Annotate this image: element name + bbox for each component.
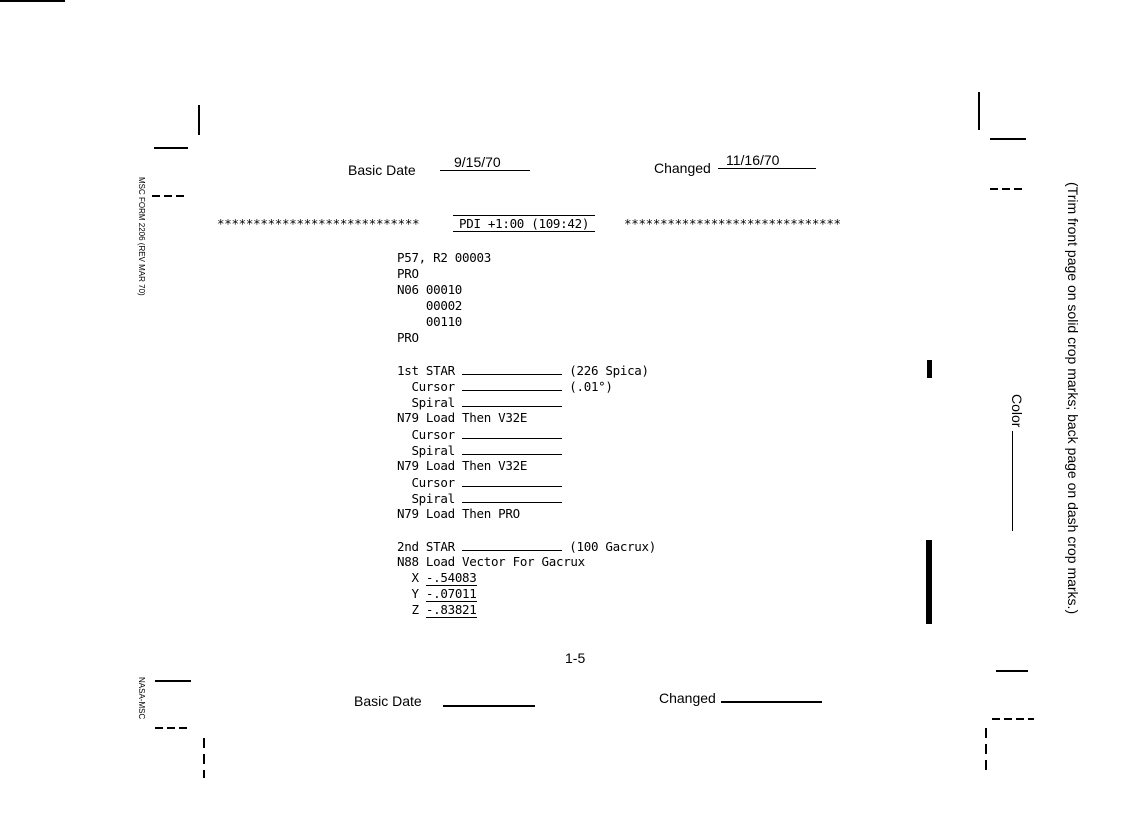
n79-line: N79 Load Then V32E [397, 458, 528, 473]
procedure-line: PRO [397, 330, 419, 345]
footer-changed-label: Changed [659, 690, 716, 706]
footer-basic-date-blank [443, 705, 535, 707]
changed-label: Changed [654, 160, 711, 176]
cursor-line: Cursor (.01°) [397, 379, 613, 394]
crop-mark [992, 718, 1034, 720]
trim-note: (Trim front page on solid crop marks; ba… [1065, 182, 1081, 615]
crop-mark [155, 727, 191, 729]
banner-stars-left: **************************** [217, 216, 420, 231]
footer-basic-date-label: Basic Date [354, 693, 422, 709]
basic-date-value: 9/15/70 [440, 154, 530, 171]
procedure-line: 00110 [397, 314, 463, 329]
crop-mark [203, 738, 205, 778]
page-number: 1-5 [565, 650, 586, 666]
procedure-line: N06 00010 [397, 282, 463, 297]
crop-mark [198, 105, 200, 135]
n88-line: N88 Load Vector For Gacrux [397, 554, 585, 569]
vector-x: X -.54083 [397, 570, 477, 586]
change-bar [926, 540, 932, 624]
procedure-line: PRO [397, 266, 419, 281]
spiral-line: Spiral [397, 490, 563, 506]
star1-line: 1st STAR (226 Spica) [397, 363, 649, 378]
color-label: Color [1009, 394, 1025, 532]
crop-mark [990, 188, 1026, 190]
procedure-line: P57, R2 00003 [397, 250, 491, 265]
procedure-line: 00002 [397, 298, 463, 313]
banner-stars-right: ****************************** [624, 216, 841, 231]
vector-z: Z -.83821 [397, 602, 477, 618]
change-bar [927, 360, 932, 378]
crop-mark [978, 92, 980, 130]
crop-mark [985, 728, 987, 772]
n79-line: N79 Load Then V32E [397, 410, 528, 425]
crop-mark [155, 680, 191, 682]
procedure-body: P57, R2 00003 PRO N06 00010 00002 00110 … [0, 0, 1145, 618]
changed-value: 11/16/70 [718, 152, 816, 169]
cursor-line: Cursor [397, 474, 563, 490]
crop-mark [996, 670, 1028, 672]
agency-label: NASA-MSC [137, 677, 146, 720]
footer-changed-blank [721, 701, 822, 703]
basic-date-label: Basic Date [348, 162, 416, 178]
vector-y: Y -.07011 [397, 586, 477, 602]
star2-line: 2nd STAR (100 Gacrux) [397, 539, 656, 554]
crop-mark [154, 147, 188, 149]
crop-mark [990, 138, 1026, 140]
cursor-line: Cursor [397, 426, 563, 442]
banner-title: PDI +1:00 (109:42) [453, 215, 596, 232]
n79-line: N79 Load Then PRO [397, 506, 520, 521]
spiral-line: Spiral [397, 394, 563, 410]
spiral-line: Spiral [397, 442, 563, 458]
crop-mark [152, 195, 188, 197]
form-id: MSC FORM 2206 (REV MAR 70) [137, 177, 146, 296]
crop-mark [0, 0, 65, 2]
